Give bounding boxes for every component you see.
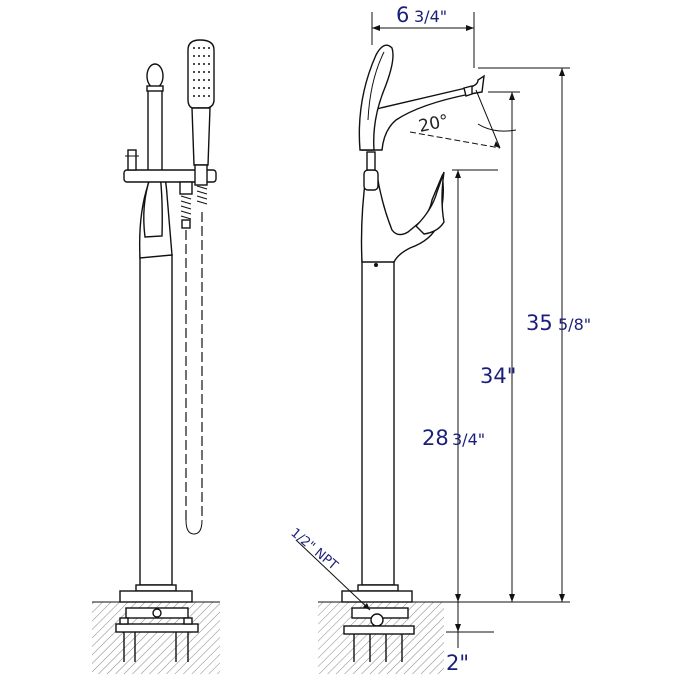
- side-spout-outlet: [463, 85, 473, 97]
- spout-height-label: 34": [480, 364, 516, 388]
- front-spout-stem: [147, 87, 163, 174]
- side-base-plate: [341, 590, 413, 603]
- side-view: [318, 44, 570, 674]
- front-spout-top: [146, 63, 164, 89]
- side-handshower: [358, 44, 394, 151]
- front-view: [92, 39, 220, 674]
- width-main-label: 6: [396, 3, 409, 27]
- npt-label: 1/2" NPT: [287, 526, 340, 574]
- overall-height-main-label: 35: [526, 311, 553, 335]
- front-hose-connector-right: [196, 185, 208, 205]
- handle-height-fraction-label: 3/4": [452, 430, 485, 449]
- front-base-flange: [135, 584, 177, 592]
- front-base-plate: [119, 590, 193, 603]
- dimension-lines: [295, 12, 570, 648]
- side-holder-knob: [366, 151, 376, 171]
- front-handshower-nozzles: [193, 47, 210, 97]
- spout-angle-label: 20°: [417, 111, 451, 137]
- overall-height-fraction-label: 5/8": [558, 315, 591, 334]
- side-base-flange: [357, 584, 399, 592]
- side-column: [361, 257, 395, 586]
- side-rough-in: [343, 607, 415, 662]
- front-holder-knob: [127, 149, 137, 171]
- below-floor-label: 2": [446, 651, 469, 675]
- front-spout-collar: [146, 85, 164, 92]
- front-rough-in: [115, 607, 199, 662]
- width-fraction-label: 3/4": [414, 7, 447, 26]
- front-lever-handle: [143, 173, 163, 238]
- front-holder-bar: [123, 169, 217, 183]
- front-handshower-head: [187, 39, 215, 109]
- front-hose-loop: [185, 519, 203, 535]
- side-aerator-hole: [374, 263, 378, 267]
- side-holder-ring: [363, 169, 379, 191]
- dimension-labels: 6 3/4" 20° 35 5/8" 34" 28 3/4" 2" 1/2" N…: [287, 3, 591, 675]
- side-handshower-face: [367, 51, 385, 121]
- side-lever-handle: [415, 171, 445, 235]
- front-handshower-handle: [191, 107, 211, 166]
- handle-height-main-label: 28: [422, 426, 449, 450]
- front-handshower-connector: [194, 164, 208, 186]
- front-column: [139, 254, 173, 586]
- front-hose-connector-left: [179, 181, 193, 229]
